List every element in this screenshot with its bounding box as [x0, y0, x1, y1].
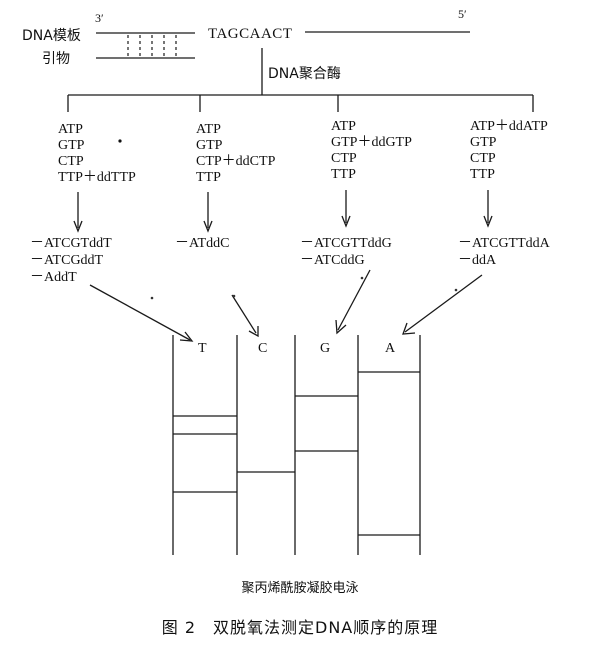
product: －ATCddG [300, 253, 365, 268]
reaction-line: GTP＋ddGTP [331, 135, 412, 150]
lane-label-c: C [258, 341, 267, 356]
lane-g: G [295, 335, 359, 555]
reaction-line: CTP＋ddCTP [196, 154, 276, 169]
arrow-head [179, 331, 194, 342]
lane-label-g: G [320, 341, 330, 356]
reaction-line: GTP [470, 135, 497, 150]
lane-t: T [172, 335, 238, 555]
gel: T C G A [172, 335, 421, 555]
gel-caption: 聚丙烯酰胺凝胶电泳 [241, 580, 358, 596]
arrow-head [483, 215, 493, 228]
dna-template-label: DNA模板 [22, 28, 81, 44]
lane-label-a: A [385, 341, 396, 356]
template-sequence: TAGCAACT [208, 26, 292, 42]
product: －ATCGTddT [30, 236, 112, 251]
three-prime-label: 3′ [95, 11, 104, 25]
reaction-line: TTP＋ddTTP [58, 170, 136, 185]
product: －ddA [458, 253, 497, 268]
arrow-head [203, 220, 213, 233]
reaction-ddctp: ATP GTP CTP＋ddCTP TTP －ATddC [175, 122, 276, 251]
arrow-to-lane-g [337, 269, 371, 331]
reaction-line: TTP [196, 170, 221, 185]
arrow-head [248, 326, 259, 338]
primer-label: 引物 [42, 51, 70, 67]
reaction-ddttp: ATP GTP CTP TTP＋ddTTP －ATCGTddT －ATCGddT… [30, 122, 136, 285]
reaction-line: ATP [58, 122, 83, 137]
reaction-line: ATP [331, 119, 356, 134]
arrow-head [73, 220, 83, 233]
lane-label-t: T [198, 341, 207, 356]
product: －ATddC [175, 236, 229, 251]
stray-dot [118, 139, 122, 143]
reaction-line: ATP [196, 122, 221, 137]
arrow-to-lane-t [89, 284, 191, 341]
figure-caption: 图 2 双脱氧法测定DNA顺序的原理 [162, 618, 439, 637]
product: －ATCGTTddG [300, 236, 392, 251]
arrow-head [402, 322, 416, 335]
product: －AddT [30, 270, 77, 285]
base-pair-hydrogen-bonds [127, 35, 177, 56]
reaction-line: TTP [331, 167, 356, 182]
product: －ATCGTTddA [458, 236, 551, 251]
reaction-line: ATP＋ddATP [470, 119, 548, 134]
arrow-head [335, 319, 347, 335]
reaction-line: TTP [470, 167, 495, 182]
reaction-line: GTP [196, 138, 223, 153]
branch-drops [67, 95, 534, 112]
reaction-ddatp: ATP＋ddATP GTP CTP TTP －ATCGTTddA －ddA [458, 119, 551, 268]
five-prime-label: 5′ [458, 7, 467, 21]
loading-arrows [89, 269, 483, 342]
arrow-to-lane-c [231, 294, 257, 334]
reaction-line: CTP [58, 154, 84, 169]
reaction-ddgtp: ATP GTP＋ddGTP CTP TTP －ATCGTTddG －ATCddG [300, 119, 412, 268]
lane-c: C [237, 335, 296, 555]
arrow-to-lane-a [404, 274, 483, 333]
reaction-line: CTP [470, 151, 496, 166]
arrow-head [341, 215, 351, 228]
product: －ATCGddT [30, 253, 104, 268]
reaction-line: GTP [58, 138, 85, 153]
polymerase-label: DNA聚合酶 [268, 66, 341, 82]
lane-a: A [358, 335, 421, 555]
reaction-line: CTP [331, 151, 357, 166]
